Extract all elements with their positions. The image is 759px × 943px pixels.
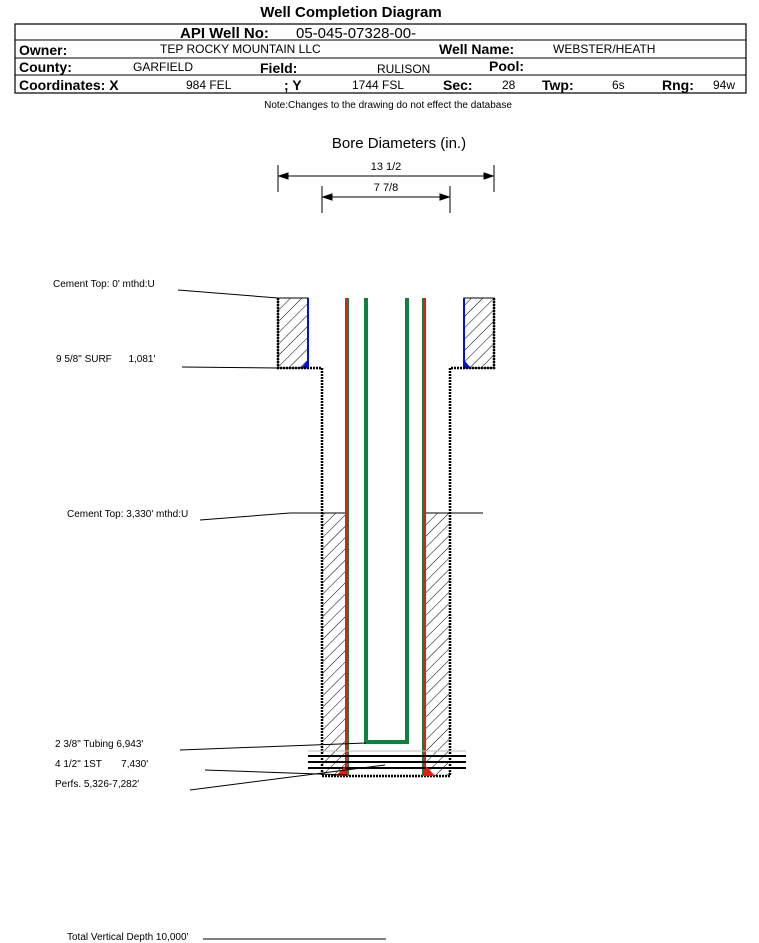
twp-label: Twp: (542, 77, 574, 93)
sec-value: 28 (502, 78, 516, 92)
well-name-label: Well Name: (439, 41, 514, 57)
bore-inner-label: 7 7/8 (374, 182, 398, 194)
leader-line (181, 366, 279, 369)
bore-outer-label: 13 1/2 (371, 161, 402, 173)
production-casing (345, 298, 426, 776)
perforations (308, 750, 466, 776)
bore-dimension-outer (277, 165, 495, 192)
pool-label: Pool: (489, 58, 524, 74)
leader-line (177, 289, 279, 299)
label-perfs: Perfs. 5,326-7,282' (55, 779, 139, 790)
tubing (364, 298, 409, 744)
leader-line (204, 769, 348, 776)
coord-y-label: ; Y (284, 77, 302, 93)
api-label: API Well No: (180, 25, 269, 42)
field-value: RULISON (377, 62, 430, 76)
bore-hole-outline (276, 298, 496, 778)
owner-label: Owner: (19, 42, 67, 58)
county-label: County: (19, 59, 72, 75)
bore-title: Bore Diameters (in.) (332, 135, 466, 152)
leader-line (189, 764, 386, 791)
label-production-casing: 4 1/2" 1ST 7,430' (55, 759, 148, 770)
coord-y-value: 1744 FSL (352, 78, 404, 92)
api-value: 05-045-07328-00- (296, 25, 416, 42)
header-table (14, 23, 747, 94)
leader-line (179, 742, 367, 751)
label-tvd: Total Vertical Depth 10,000' (67, 932, 189, 943)
label-cement-top-surface: Cement Top: 0' mthd:U (53, 279, 155, 290)
owner-value: TEP ROCKY MOUNTAIN LLC (160, 42, 321, 56)
bore-dimension-inner (321, 186, 451, 213)
surface-cement (277, 297, 495, 369)
page-title: Well Completion Diagram (260, 4, 441, 21)
twp-value: 6s (612, 78, 625, 92)
leader-line (199, 512, 291, 521)
label-surface-casing: 9 5/8" SURF 1,081' (56, 354, 155, 365)
note: Note:Changes to the drawing do not effec… (264, 100, 512, 111)
sec-label: Sec: (443, 77, 473, 93)
field-label: Field: (260, 60, 297, 76)
rng-value: 94w (713, 78, 735, 92)
label-cement-top-production: Cement Top: 3,330' mthd:U (67, 509, 188, 520)
label-tubing: 2 3/8" Tubing 6,943' (55, 739, 143, 750)
coord-x-value: 984 FEL (186, 78, 232, 92)
well-name-value: WEBSTER/HEATH (553, 42, 655, 56)
production-cement (322, 513, 450, 776)
rng-label: Rng: (662, 77, 694, 93)
coord-x-label: Coordinates: X (19, 77, 119, 93)
county-value: GARFIELD (133, 60, 193, 74)
